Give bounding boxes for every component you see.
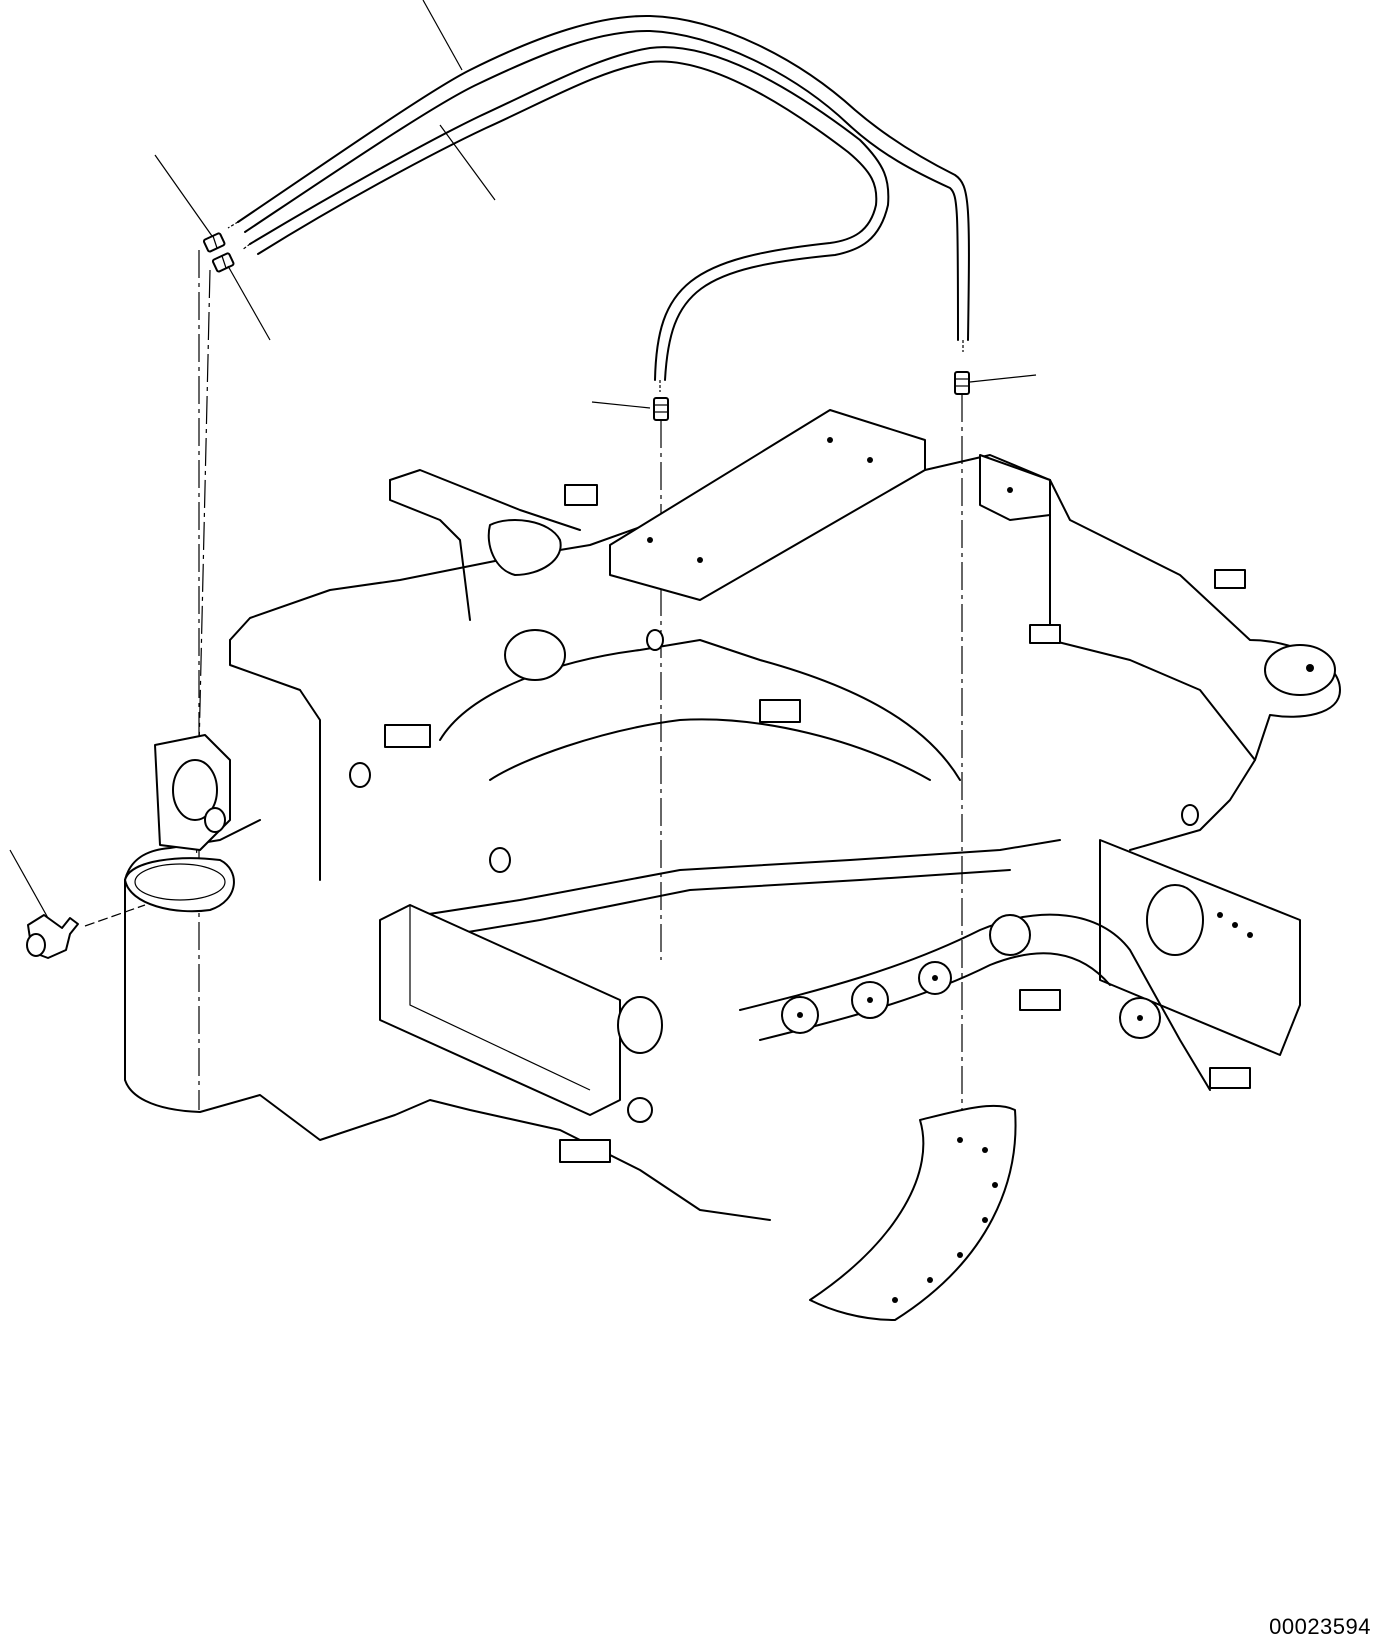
grease-tube-lower (249, 46, 890, 381)
fitting-2 (211, 252, 235, 273)
grease-nipple (26, 914, 79, 959)
fitting-4 (954, 371, 970, 395)
fitting-1 (202, 232, 226, 253)
leader-lines (9, 0, 1037, 919)
tube-ends (227, 221, 964, 392)
fitting-3 (653, 397, 669, 421)
grease-tube-upper (237, 14, 970, 341)
revolving-frame (124, 409, 1341, 1321)
drawing-number: 00023594 (1269, 1614, 1371, 1639)
